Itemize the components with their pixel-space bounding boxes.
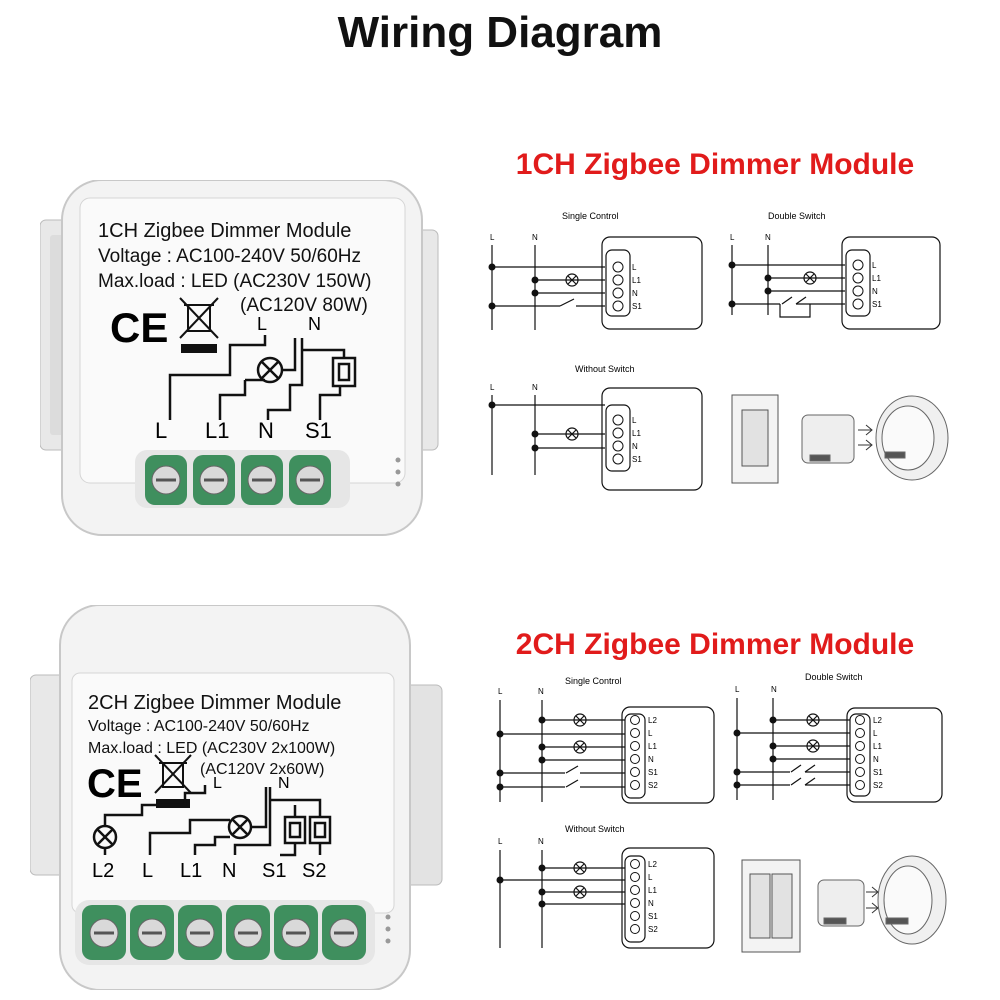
diagram-1ch-single-control: Single Control L N L L1 N S1 (488, 211, 703, 330)
diagram-2ch-single-control: Single Control L N L2 L L1 N S1 S2 (496, 676, 715, 804)
svg-text:N: N (632, 442, 638, 451)
svg-text:S1: S1 (648, 912, 658, 921)
svg-text:L2: L2 (648, 860, 657, 869)
terminal-label-l1: L1 (180, 860, 202, 882)
ce-mark: CE (110, 304, 168, 351)
svg-text:L1: L1 (648, 886, 657, 895)
svg-text:L1: L1 (872, 274, 881, 283)
wall-switch-icon (731, 394, 779, 484)
diagram-2ch-without-switch: Without Switch L N L2 L L1 N S1 S2 (496, 824, 947, 953)
terminal-label-l: L (155, 418, 167, 443)
svg-text:L: L (498, 837, 503, 846)
svg-text:S2: S2 (648, 925, 658, 934)
module-install-icon-2ch (817, 855, 947, 945)
svg-text:N: N (532, 383, 538, 392)
svg-text:L2: L2 (648, 716, 657, 725)
terminal-label-s1: S1 (305, 418, 332, 443)
svg-text:L: L (648, 729, 653, 738)
ce-mark-2ch: CE (87, 762, 143, 806)
module-1ch-maxload: Max.load : LED (AC230V 150W) (98, 271, 372, 292)
svg-text:L2: L2 (873, 716, 882, 725)
module-1ch-voltage: Voltage : AC100-240V 50/60Hz (98, 246, 362, 267)
terminal-label-l1: L1 (205, 418, 229, 443)
module-1ch-photo: CE L N L L1 N S1 (39, 179, 440, 540)
terminal-label-s2: S2 (302, 860, 326, 882)
svg-text:L1: L1 (873, 742, 882, 751)
svg-text:N: N (765, 233, 771, 242)
module-2ch-voltage: Voltage : AC100-240V 50/60Hz (88, 718, 310, 735)
svg-text:S1: S1 (632, 455, 642, 464)
svg-text:L1: L1 (632, 429, 641, 438)
svg-text:L: L (632, 416, 637, 425)
svg-text:Without Switch: Without Switch (575, 364, 635, 374)
section-2ch-heading: 2CH Zigbee Dimmer Module (515, 628, 915, 661)
svg-text:S2: S2 (873, 781, 883, 790)
svg-text:L: L (735, 685, 740, 694)
module-2ch-top-label-l: L (213, 775, 222, 792)
svg-text:L: L (498, 687, 503, 696)
svg-text:N: N (873, 755, 879, 764)
svg-text:N: N (538, 837, 544, 846)
svg-text:S1: S1 (648, 768, 658, 777)
svg-text:L: L (490, 383, 495, 392)
diagram-1ch-without-switch: Without Switch L N L L1 N S1 (488, 364, 949, 491)
svg-text:L: L (648, 873, 653, 882)
svg-text:L1: L1 (632, 276, 641, 285)
diagram-2ch-double-switch: Double Switch L N L2 L L1 N S1 S2 (733, 672, 943, 803)
module-2ch-top-label-n: N (278, 775, 290, 792)
svg-text:L: L (632, 263, 637, 272)
svg-text:L: L (730, 233, 735, 242)
module-2ch-maxload-120v: (AC120V 2x60W) (200, 761, 325, 778)
section-1ch-heading: 1CH Zigbee Dimmer Module (515, 148, 915, 181)
module-1ch-circuit (168, 335, 357, 420)
svg-text:N: N (648, 899, 654, 908)
svg-text:N: N (532, 233, 538, 242)
page-title: Wiring Diagram (337, 8, 663, 57)
module-2ch-photo: CE L N L2 L L1 N S1 (29, 604, 450, 991)
terminal-label-s1: S1 (262, 860, 286, 882)
svg-text:Double Switch: Double Switch (805, 672, 863, 682)
svg-text:Without Switch: Without Switch (565, 824, 625, 834)
svg-text:N: N (872, 287, 878, 296)
svg-text:N: N (648, 755, 654, 764)
module-2ch-body: CE L N L2 L L1 N S1 (29, 604, 443, 991)
svg-text:L: L (490, 233, 495, 242)
svg-text:S1: S1 (632, 302, 642, 311)
caption: Single Control (562, 211, 619, 221)
terminal-block-1ch (145, 455, 331, 505)
terminal-block-2ch (82, 905, 366, 960)
svg-text:Double Switch: Double Switch (768, 211, 826, 221)
svg-text:S1: S1 (872, 300, 882, 309)
terminal-label-l2: L2 (92, 860, 114, 882)
terminal-label-n: N (222, 860, 236, 882)
double-wall-switch-icon (741, 859, 801, 953)
module-1ch-top-label-l: L (257, 314, 267, 334)
svg-text:N: N (538, 687, 544, 696)
terminal-label-l: L (142, 860, 153, 882)
svg-text:S1: S1 (873, 768, 883, 777)
module-2ch-circuit (92, 785, 332, 857)
svg-text:L: L (872, 261, 877, 270)
diagram-1ch-double-switch: Double Switch L N L L1 N S1 (728, 211, 941, 330)
module-1ch-body: CE L N L L1 N S1 (39, 179, 439, 536)
module-2ch-maxload: Max.load : LED (AC230V 2x100W) (88, 740, 336, 757)
terminal-label-n: N (258, 418, 274, 443)
svg-text:Single Control: Single Control (565, 676, 622, 686)
svg-text:N: N (771, 685, 777, 694)
module-1ch-name: 1CH Zigbee Dimmer Module (98, 220, 352, 242)
weee-bin-icon-2ch (154, 754, 192, 808)
module-1ch-top-label-n: N (308, 314, 321, 334)
svg-text:L: L (873, 729, 878, 738)
module-1ch-maxload-120v: (AC120V 80W) (240, 295, 368, 316)
svg-text:L1: L1 (648, 742, 657, 751)
module-2ch-name: 2CH Zigbee Dimmer Module (88, 692, 342, 714)
weee-bin-icon (179, 297, 219, 353)
svg-text:S2: S2 (648, 781, 658, 790)
module-install-icon (801, 395, 949, 481)
svg-text:N: N (632, 289, 638, 298)
